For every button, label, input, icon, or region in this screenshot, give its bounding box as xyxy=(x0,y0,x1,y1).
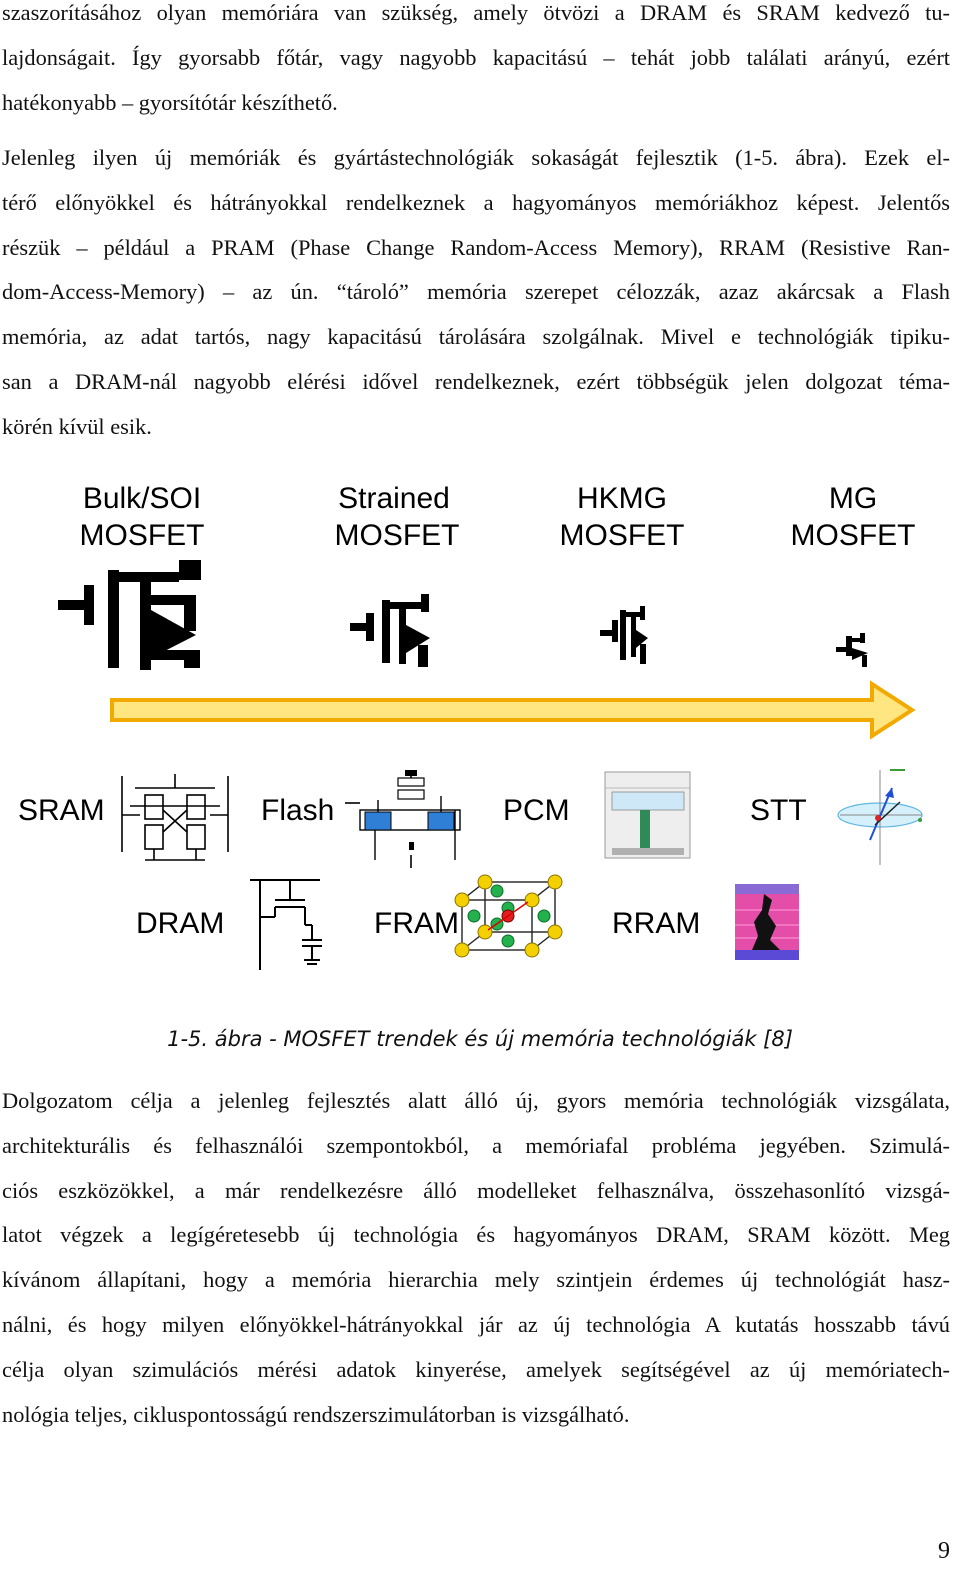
trend-arrow-icon xyxy=(110,680,916,740)
text-line: dom-Access-Memory) – az ún. “tároló” mem… xyxy=(2,279,950,305)
mosfet-label-mg-line2: MOSFET xyxy=(791,519,916,552)
memory-label-dram: DRAM xyxy=(136,907,224,940)
mosfet-symbol-medium-icon xyxy=(350,594,430,667)
text-line: nológia teljes, cikluspontosságú rendsze… xyxy=(2,1401,630,1427)
mosfet-label-bulk-line1: Bulk/SOI xyxy=(83,482,201,515)
memory-label-stt: STT xyxy=(750,794,807,827)
sram-cell-schematic-icon xyxy=(121,774,229,861)
flash-cell-schematic-icon xyxy=(345,770,461,868)
paragraph-2: Jelenleg ilyen új memóriák és gyártástec… xyxy=(2,136,950,450)
text-line: architekturális és felhasználói szempont… xyxy=(2,1132,950,1158)
text-line: Jelenleg ilyen új memóriák és gyártástec… xyxy=(2,145,950,170)
text-line: részük – például a PRAM (Phase Change Ra… xyxy=(2,234,950,260)
rram-filament-image-icon xyxy=(735,884,799,960)
mosfet-label-mg-line1: MG xyxy=(829,482,877,515)
memory-label-rram: RRAM xyxy=(612,907,700,940)
memory-label-pcm: PCM xyxy=(503,794,570,827)
text-line: ciós eszközökkel, a már rendelkezésre ál… xyxy=(2,1177,950,1203)
stt-spin-diagram-icon xyxy=(837,769,923,865)
mosfet-label-strained-line2: MOSFET xyxy=(335,519,460,552)
memory-label-sram: SRAM xyxy=(18,794,105,827)
mosfet-label-bulk-line2: MOSFET xyxy=(80,519,205,552)
mosfet-symbol-small-icon xyxy=(600,606,648,664)
text-line: szaszorításához olyan memóriára van szük… xyxy=(2,0,950,25)
text-line: körén kívül esik. xyxy=(2,413,152,439)
paragraph-1: szaszorításához olyan memóriára van szük… xyxy=(2,0,950,125)
text-line: hatékonyabb – gyorsítótár készíthető. xyxy=(2,89,338,115)
text-line: memória, az adat tartós, nagy kapacitású… xyxy=(2,324,950,350)
text-line: Dolgozatom célja a jelenleg fejlesztés a… xyxy=(2,1088,950,1113)
memory-label-fram: FRAM xyxy=(374,907,459,940)
text-line: nálni, és hogy milyen előnyökkel-hátrány… xyxy=(2,1311,950,1337)
figure-caption: 1-5. ábra - MOSFET trendek és új memória… xyxy=(167,1027,793,1051)
text-line: célja olyan szimulációs mérési adatok ki… xyxy=(2,1356,950,1382)
dram-cell-schematic-icon xyxy=(250,879,322,970)
text-line: latot végzek a legígéretesebb új technol… xyxy=(2,1222,950,1248)
mosfet-symbol-large-icon xyxy=(58,560,201,670)
figure-mosfet-memory-trends: Bulk/SOI MOSFET Strained MOSFET HKMG MOS… xyxy=(18,482,923,970)
text-line: lajdonságait. Így gyorsabb főtár, vagy n… xyxy=(2,44,950,70)
text-line: térő előnyökkel és hátrányokkal rendelke… xyxy=(2,189,950,215)
memory-label-flash: Flash xyxy=(261,794,334,827)
mosfet-label-strained-line1: Strained xyxy=(338,482,450,515)
text-line: san a DRAM-nál nagyobb elérési idővel re… xyxy=(2,368,950,394)
text-line: kívánom állapítani, hogy a memória hiera… xyxy=(2,1267,950,1293)
mosfet-label-hkmg-line1: HKMG xyxy=(577,482,667,515)
mosfet-symbol-tiny-icon xyxy=(836,633,868,667)
mosfet-label-hkmg-line2: MOSFET xyxy=(560,519,685,552)
paragraph-3: Dolgozatom célja a jelenleg fejlesztés a… xyxy=(2,1079,950,1437)
page-number: 9 xyxy=(938,1538,950,1564)
pcm-cell-diagram-icon xyxy=(604,771,691,859)
fram-crystal-structure-icon xyxy=(454,874,563,958)
